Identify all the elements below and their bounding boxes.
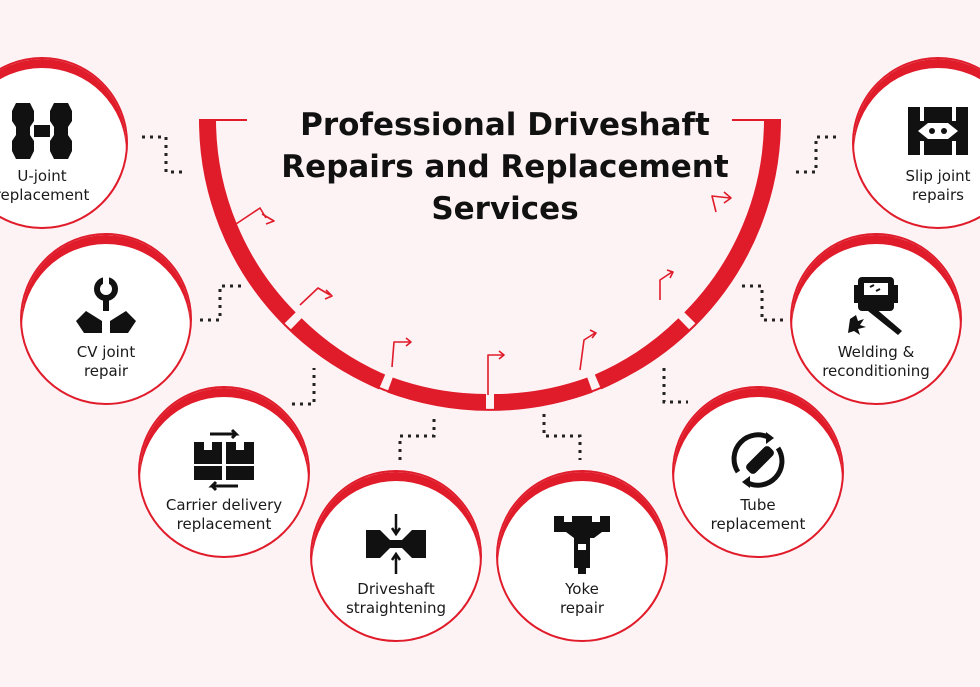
arrow-connectors bbox=[229, 191, 732, 395]
service-u-joint: U-joint replacement bbox=[0, 57, 128, 229]
service-welding: Welding & reconditioning bbox=[790, 233, 962, 405]
page-title: Professional Driveshaft Repairs and Repl… bbox=[250, 104, 760, 230]
service-label: U-joint replacement bbox=[0, 167, 90, 204]
slip-joint-icon bbox=[908, 107, 968, 155]
title-line-3: Services bbox=[431, 191, 579, 227]
service-straightening: Driveshaft straightening bbox=[310, 470, 482, 642]
service-label: Yoke repair bbox=[559, 580, 605, 617]
wrench-hands-icon bbox=[76, 277, 136, 333]
dotted-connector-yoke bbox=[542, 414, 582, 460]
u-joint-icon bbox=[12, 103, 72, 159]
dotted-connector-tube bbox=[662, 368, 688, 404]
dotted-connector-straightening bbox=[398, 414, 436, 460]
service-label: Welding & reconditioning bbox=[822, 343, 930, 380]
service-label: CV joint repair bbox=[76, 343, 136, 380]
service-label: Driveshaft straightening bbox=[345, 580, 447, 617]
service-label: Carrier delivery replacement bbox=[165, 496, 283, 533]
shaft-press-icon bbox=[366, 514, 426, 574]
service-carrier: Carrier delivery replacement bbox=[138, 386, 310, 558]
tube-cycle-icon bbox=[731, 432, 785, 488]
dotted-connector-slip-joint bbox=[796, 135, 840, 174]
dotted-connector-welding bbox=[742, 284, 784, 322]
dotted-connector-carrier bbox=[292, 368, 316, 406]
service-label: Slip joint repairs bbox=[905, 167, 971, 204]
yoke-icon bbox=[554, 516, 610, 574]
title-line-1: Professional Driveshaft bbox=[300, 107, 710, 143]
thick-arc-segments bbox=[200, 119, 780, 410]
service-cv-joint: CV joint repair bbox=[20, 233, 192, 405]
dotted-connector-cv-joint bbox=[200, 284, 242, 322]
service-label: Tube replacement bbox=[710, 496, 806, 533]
welding-icon bbox=[848, 277, 902, 335]
title-line-2: Repairs and Replacement bbox=[281, 149, 729, 185]
service-tube: Tube replacement bbox=[672, 386, 844, 558]
dotted-connector-u-joint bbox=[142, 135, 186, 174]
boxes-exchange-icon bbox=[194, 428, 254, 492]
outer-arc-line bbox=[198, 119, 782, 411]
service-yoke: Yoke repair bbox=[496, 470, 668, 642]
